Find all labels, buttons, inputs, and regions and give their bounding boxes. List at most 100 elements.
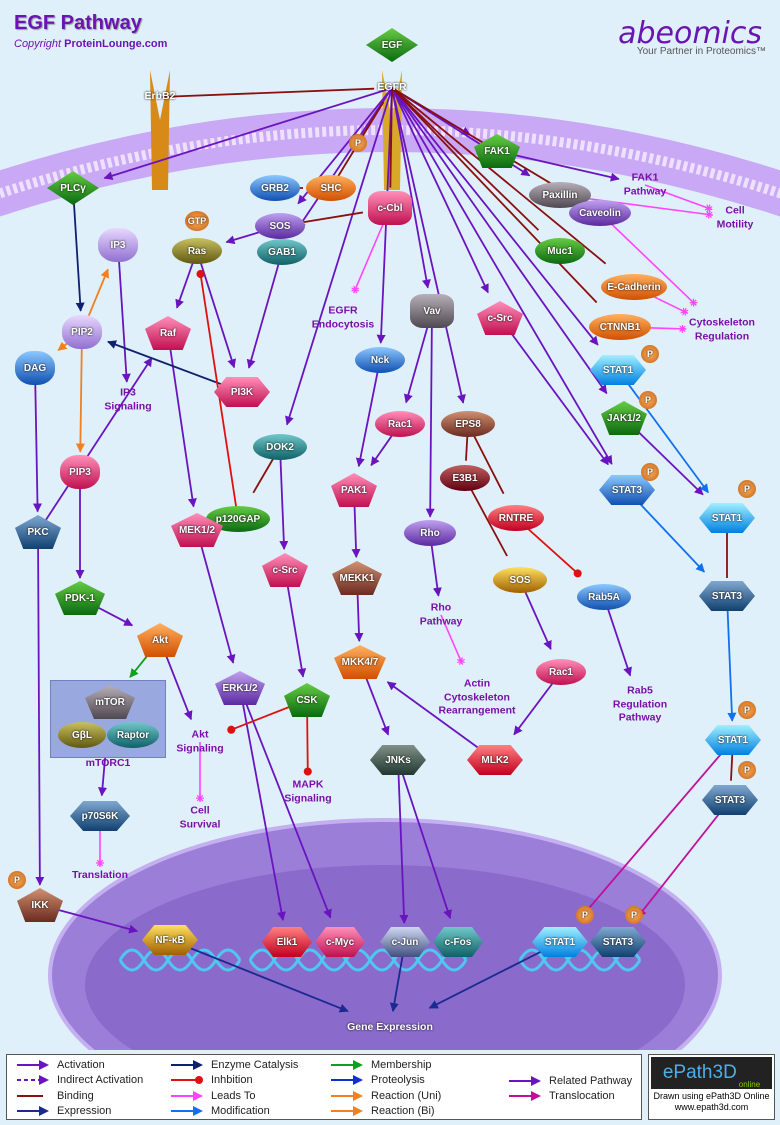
edge-bind-egfr-ecadherin	[391, 87, 607, 265]
node-pip3: PIP3	[60, 455, 100, 489]
edge-act-vav-rho	[425, 310, 435, 518]
node-mlk2: MLK2	[467, 745, 523, 775]
legend-item-trans: Translocation	[507, 1089, 632, 1105]
edge-act-egfr-vav	[391, 87, 431, 289]
legend-item-act: Activation	[15, 1057, 143, 1073]
edge-act-dag-pkc	[32, 367, 42, 513]
edge-mod-stat3b-stat1c	[726, 595, 737, 722]
node-c-myc: c-Myc	[315, 927, 365, 957]
fak1-pathway-label: FAK1 Pathway	[623, 171, 667, 197]
edge-act-egfr-gab1	[296, 87, 393, 230]
node-sos: SOS	[493, 567, 547, 593]
node-c-jun: c-Jun	[380, 927, 430, 957]
node-rac1: Rac1	[536, 659, 586, 685]
edge-expr-stat1n-gene_expression	[428, 941, 561, 1009]
legend-enz-icon	[171, 1059, 203, 1070]
legend-label: Proteolysis	[371, 1074, 425, 1087]
node-stat3: STAT3	[702, 785, 758, 815]
legend-item-inh: Inhbition	[169, 1073, 298, 1089]
legend-mem-icon	[331, 1059, 363, 1070]
edge-bind-e3b1-sos2	[464, 477, 508, 557]
edge-act-dok2-csrc2	[279, 446, 289, 550]
node-muc1: Muc1	[535, 238, 585, 264]
node-stat1: STAT1	[590, 355, 646, 385]
cell-background	[0, 70, 780, 1050]
legend-label: Reaction (Bi)	[371, 1105, 435, 1118]
edge-bind-egfr-ccbl	[389, 87, 393, 188]
node-ctnnb1: CTNNB1	[589, 314, 651, 340]
edge-enz-pi3k-pip2	[107, 340, 243, 393]
node-dok2: DOK2	[253, 434, 307, 460]
legend-prot-icon	[331, 1075, 363, 1086]
legend-item-ind: Indirect Activation	[15, 1073, 143, 1089]
node-gbl: GβL	[58, 722, 106, 748]
legend-label: Expression	[57, 1105, 112, 1118]
edge-act-rab5a-rab5_pathway	[603, 596, 632, 677]
edge-act-csrc1-stat3a	[499, 317, 609, 466]
edge-act-mlk2-mkk47	[386, 681, 496, 761]
node-stat1-nuclear: STAT1	[532, 927, 588, 957]
node-dag: DAG	[15, 351, 55, 385]
legend-act-icon	[17, 1059, 49, 1070]
legend-label: Reaction (Uni)	[371, 1089, 442, 1102]
legend-label: Membership	[371, 1058, 432, 1071]
edge-bind-egfr-caveolin	[391, 87, 570, 196]
edge-act-ras-pi3k	[196, 250, 236, 369]
edge-act-raf-mek	[167, 332, 197, 508]
node-vav: Vav	[410, 294, 454, 328]
node-pip2: PIP2	[62, 315, 102, 349]
ip3-signaling-label: IP3 Signaling	[104, 386, 152, 412]
node-c-fos: c-Fos	[433, 927, 483, 957]
phospho-badge: P	[738, 701, 756, 719]
node-shc: SHC	[306, 175, 356, 201]
copyright-prefix: Copyright	[14, 38, 65, 50]
legend-mod-icon	[171, 1106, 203, 1117]
legend-item-rel: Related Pathway	[507, 1073, 632, 1089]
mtorc1-label: mTORC1	[85, 757, 131, 770]
legend-bind-icon	[17, 1094, 43, 1097]
edge-act-egfr-plcg	[103, 87, 393, 181]
node-pi3k: PI3K	[214, 377, 270, 407]
gene-expression-label: Gene Expression	[347, 1021, 433, 1034]
legend-item-mem: Membership	[329, 1057, 441, 1073]
legend-item-expr: Expression	[15, 1104, 143, 1120]
node-c-cbl: c-Cbl	[368, 191, 412, 225]
node-p70s6k: p70S6K	[70, 801, 130, 831]
legend-item-rxnbi: Reaction (Bi)	[329, 1104, 441, 1120]
edge-bind-egfr-muc1	[391, 87, 540, 231]
copyright-site: ProteinLounge.com	[64, 38, 168, 50]
phospho-badge: P	[641, 345, 659, 363]
epath3d-url: www.epath3d.com	[674, 1101, 749, 1112]
legend-label: Binding	[57, 1089, 94, 1102]
legend-label: Translocation	[549, 1090, 615, 1103]
edge-act-gab1-pi3k	[246, 251, 283, 369]
edge-act-egfr-csrc1	[391, 87, 489, 294]
phospho-badge: P	[8, 871, 26, 889]
legend-expr-icon	[17, 1106, 49, 1117]
phospho-badge: P	[639, 391, 657, 409]
phospho-badge: P	[625, 906, 643, 924]
node-stat3: STAT3	[699, 581, 755, 611]
legend-item-rxn: Reaction (Uni)	[329, 1088, 441, 1104]
edge-act-egfr-dok2	[285, 87, 393, 426]
edge-expr-nfkb-gene_expression	[169, 939, 349, 1013]
legend-label: Related Pathway	[549, 1074, 633, 1087]
cell-survival-label: Cell Survival	[179, 804, 221, 830]
actin-rearrangement-label: Actin Cytoskeleton Rearrangement	[438, 677, 516, 717]
brand-tagline: Your Partner in Proteomics™	[636, 46, 766, 57]
rho-pathway-label: Rho Pathway	[419, 601, 463, 627]
edge-leads-rho_pathway-actin	[440, 614, 465, 665]
node-gab1: GAB1	[257, 239, 307, 265]
legend-leads-icon	[171, 1090, 203, 1101]
node-nck: Nck	[355, 347, 405, 373]
edge-act-egfr-stat1a	[391, 87, 599, 346]
legend-rel-icon	[509, 1075, 541, 1086]
edge-act-pkc-raf	[37, 357, 153, 533]
legend-item-leads: Leads To	[169, 1088, 298, 1104]
edge-act-egfr-eps8	[391, 87, 466, 404]
phospho-egfr: P	[349, 134, 367, 152]
